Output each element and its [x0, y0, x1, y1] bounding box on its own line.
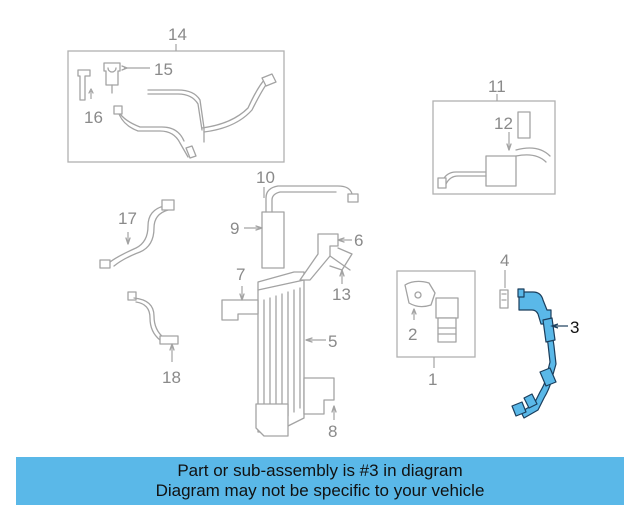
part-group-11	[432, 94, 556, 195]
callout-15: 15	[154, 60, 173, 79]
info-banner: Part or sub-assembly is #3 in diagram Di…	[16, 457, 624, 505]
callout-16: 16	[84, 108, 103, 127]
part-hose-17	[99, 199, 175, 269]
callout-8: 8	[328, 422, 337, 441]
callout-4: 4	[500, 251, 509, 270]
banner-line-1: Part or sub-assembly is #3 in diagram	[177, 461, 463, 480]
part-canister	[221, 185, 359, 437]
callout-17: 17	[118, 209, 137, 228]
part-hose-18	[127, 291, 179, 362]
part-group-14	[67, 44, 285, 163]
part-hose-3-highlighted	[511, 288, 568, 419]
callout-2: 2	[408, 325, 417, 344]
callout-9: 9	[230, 219, 239, 238]
callout-10: 10	[256, 168, 275, 187]
callout-11: 11	[488, 77, 506, 96]
callout-12: 12	[494, 114, 513, 133]
banner-line-2: Diagram may not be specific to your vehi…	[155, 481, 485, 500]
callout-14: 14	[168, 25, 187, 44]
parts-diagram: 14 15 16 11 12 10 9 17 6 4 7 13 3 2 5 1 …	[67, 25, 579, 441]
part-group-1	[396, 270, 476, 368]
callout-5: 5	[328, 332, 337, 351]
callout-6: 6	[354, 231, 363, 250]
callout-3: 3	[570, 318, 579, 337]
callout-1: 1	[428, 370, 437, 389]
callout-13: 13	[332, 285, 351, 304]
callout-18: 18	[162, 368, 181, 387]
callout-7: 7	[236, 265, 245, 284]
part-clip-4	[499, 270, 509, 309]
